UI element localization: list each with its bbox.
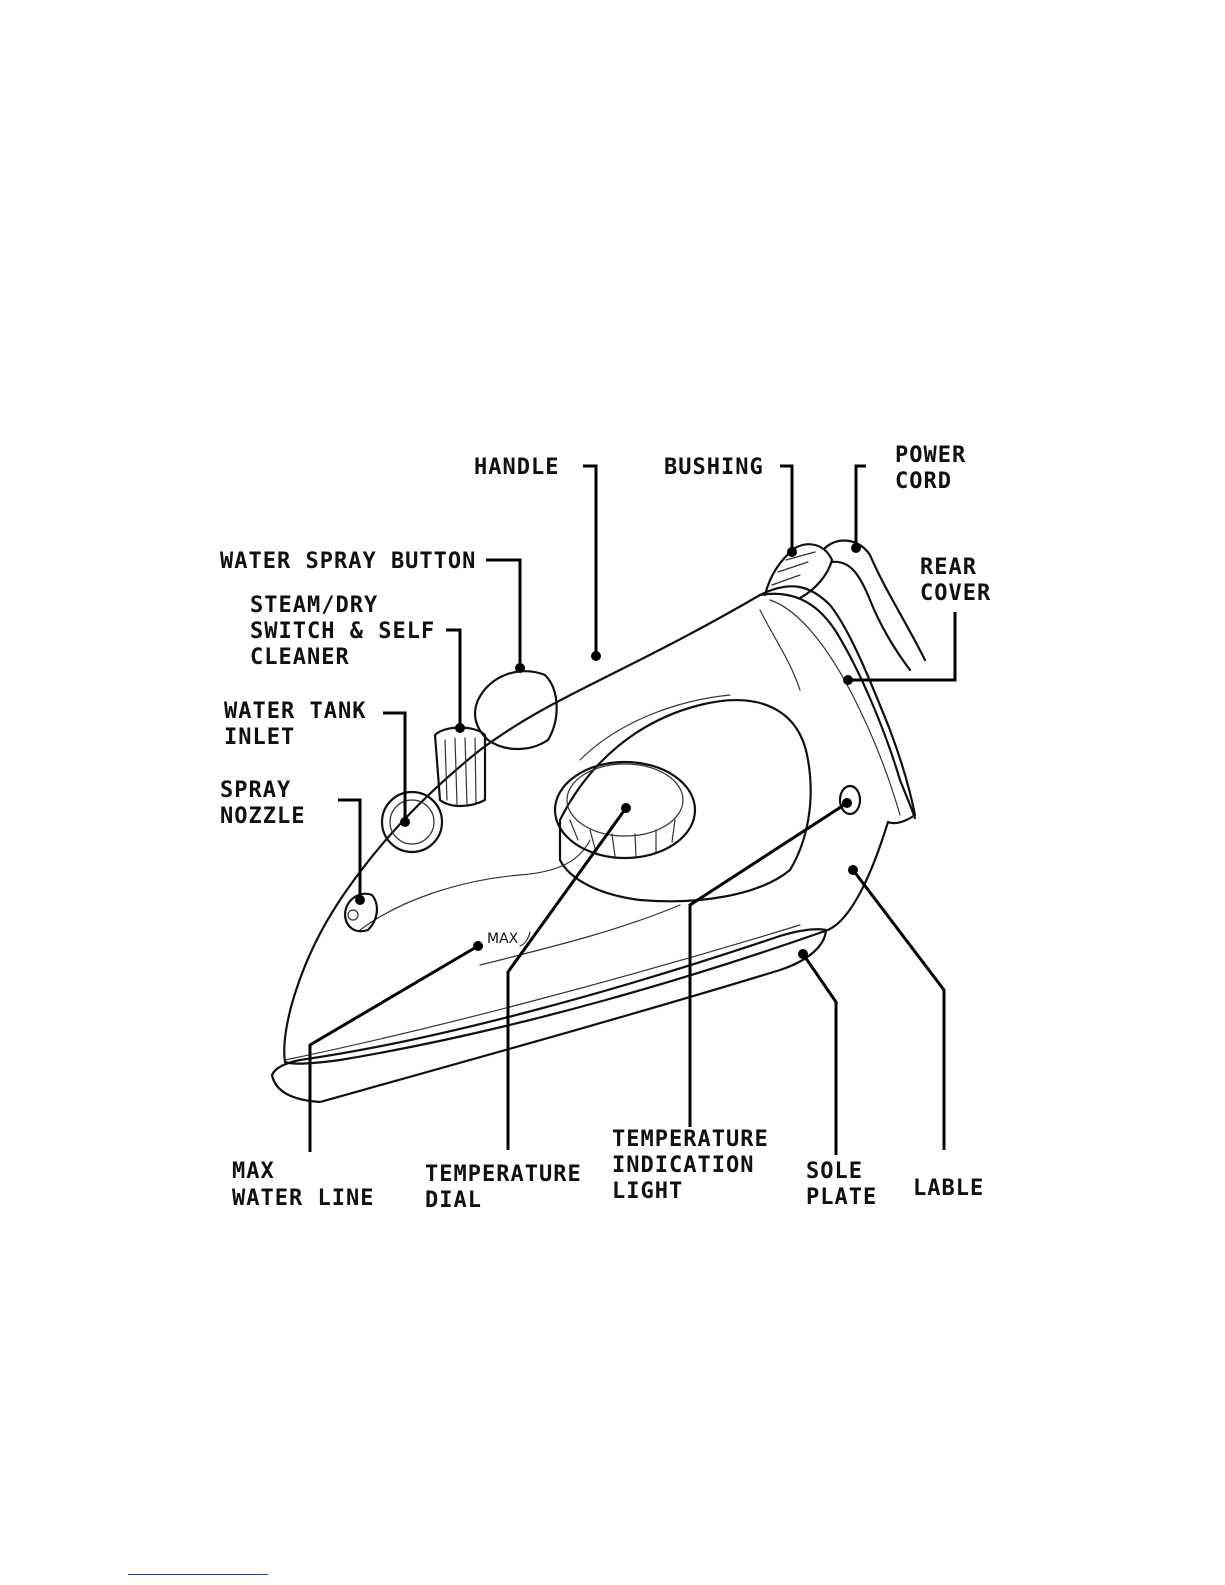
leader-lable [853,870,944,1150]
label-power-cord-line2: CORD [895,469,952,494]
leader-water-spray-button [486,560,520,668]
label-steam-dry-line3: CLEANER [250,645,350,670]
leader-bushing [780,466,792,552]
label-handle: HANDLE [474,455,559,480]
leader-temperature-dial [508,808,626,1150]
label-temperature-light-line1: TEMPERATURE [612,1127,769,1152]
rear-cover-shape [760,594,915,818]
label-steam-dry-line2: SWITCH & SELF [250,619,435,644]
label-max-water-line-line2: WATER LINE [232,1186,374,1211]
label-power-cord-line1: POWER [895,443,966,468]
label-max-water-line-line1: MAX [232,1159,275,1184]
leader-power-cord [856,466,866,548]
handle-opening-shape [560,700,811,901]
label-temperature-dial-line1: TEMPERATURE [425,1162,582,1187]
label-rear-cover-line2: COVER [920,581,991,606]
label-bushing: BUSHING [664,455,764,480]
water-tank-inlet-shape [382,792,442,852]
label-water-tank-inlet-line2: INLET [224,725,295,750]
label-spray-nozzle-line1: SPRAY [220,778,291,803]
leader-steam-dry-switch [446,630,460,728]
leader-handle [583,466,596,656]
leader-temperature-light [690,803,847,1127]
leader-sole-plate [803,954,836,1155]
max-mark: MAX [487,931,519,947]
label-sole-plate-line1: SOLE [806,1159,863,1184]
label-water-tank-inlet-line1: WATER TANK [224,699,366,724]
label-rear-cover-line1: REAR [920,555,977,580]
label-sole-plate-line2: PLATE [806,1185,877,1210]
label-temperature-light-line2: INDICATION [612,1153,754,1178]
footer-rule [128,1574,268,1575]
label-temperature-dial-line2: DIAL [425,1188,482,1213]
label-water-spray-button: WATER SPRAY BUTTON [220,549,476,574]
label-temperature-light-line3: LIGHT [612,1179,683,1204]
label-steam-dry-line1: STEAM/DRY [250,593,378,618]
label-spray-nozzle-line2: NOZZLE [220,804,305,829]
power-cord-shape [825,541,925,660]
water-spray-button-shape [475,671,557,749]
label-lable: LABLE [913,1176,984,1201]
